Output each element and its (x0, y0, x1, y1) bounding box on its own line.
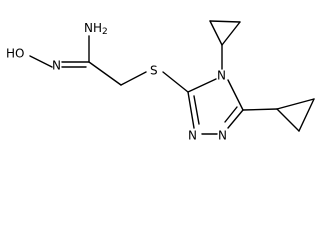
cyclopropyl-c5 (242, 98, 315, 132)
bond-c5-n1-a (227, 109, 244, 129)
bond-c-ch2 (88, 61, 122, 86)
bond-s-c3 (162, 71, 189, 93)
bond-c5-cp (242, 108, 278, 111)
cyclopropyl-n4 (209, 20, 241, 70)
cp1-edge-2 (209, 20, 241, 23)
cp1-edge-1 (221, 21, 241, 46)
bond-n2-c3-a (187, 91, 195, 129)
atom-ring-n4: N (217, 69, 226, 83)
chemical-structure: NH2 HO N S N N N (6, 20, 315, 143)
cp2-edge-2 (298, 98, 315, 132)
atom-oxime-n: N (52, 59, 61, 73)
triazole-ring (187, 78, 244, 135)
bond-n2-c3-b (193, 95, 200, 125)
cp1-edge-3 (209, 20, 223, 46)
methylene-thio-linker (120, 71, 189, 93)
bond-ch2-s (120, 71, 147, 86)
amidoxime-group (29, 35, 122, 86)
cp2-edge-1 (276, 98, 315, 110)
cp2-edge-3 (276, 108, 300, 132)
atom-thioether-s: S (150, 64, 158, 78)
atom-ring-n2: N (188, 129, 197, 143)
atom-ring-n1: N (218, 129, 227, 143)
atom-hydroxyl-o: HO (6, 47, 24, 61)
bond-c5-n1-b (224, 106, 238, 123)
atom-amine-n: NH2 (84, 21, 108, 37)
bond-n-o (29, 55, 53, 68)
amine-h-count: 2 (102, 27, 108, 37)
bond-c3-n4 (187, 78, 217, 93)
bond-n4-c5 (227, 79, 244, 111)
